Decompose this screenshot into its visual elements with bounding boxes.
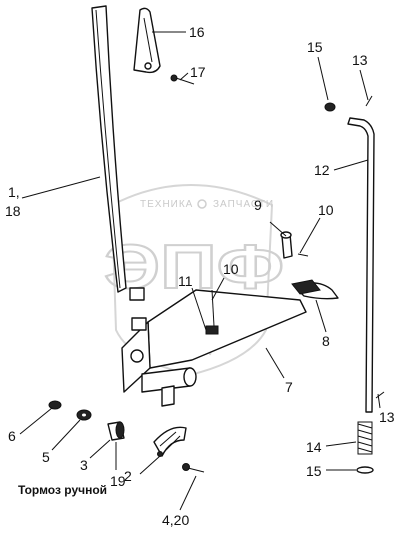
lever-stop-block [129, 287, 145, 301]
callout-15-top: 15 [307, 39, 323, 55]
callout-11: 11 [178, 273, 193, 289]
callout-18: 18 [5, 203, 21, 219]
ratchet-arm [291, 279, 339, 300]
callout-13-bottom: 13 [379, 409, 395, 425]
washer-5 [76, 409, 92, 421]
watermark-dot-icon [197, 199, 207, 209]
watermark-text-left: ТЕХНИКА [140, 199, 193, 210]
diagram-caption: Тормоз ручной [18, 483, 107, 497]
callout-12: 12 [314, 162, 330, 178]
callout-2: 2 [124, 468, 132, 484]
callout-19: 19 [110, 473, 126, 489]
callout-6: 6 [8, 428, 16, 444]
callout-15-bottom: 15 [306, 463, 322, 479]
callout-1: 1, [8, 184, 20, 200]
hand-brake-lever [91, 5, 127, 293]
callout-4-20: 4,20 [162, 512, 189, 528]
watermark-text-right: ЗАПЧАСТИ [213, 199, 274, 210]
ratchet-sector-2 [153, 426, 187, 457]
bushing-3 [107, 421, 125, 441]
callout-8: 8 [322, 333, 330, 349]
callout-13-top: 13 [352, 52, 368, 68]
nut-6 [48, 400, 62, 410]
bracket-bolt [170, 74, 195, 85]
callout-10-center: 10 [223, 261, 239, 277]
lever-guide-block [131, 317, 147, 331]
rod-washer-bottom [356, 466, 374, 474]
rod-washer-top [324, 102, 336, 112]
sector-bolt-4 [182, 463, 205, 473]
lever-bracket [121, 289, 307, 407]
callout-3: 3 [80, 457, 88, 473]
leader-lines [19, 31, 381, 511]
rod-cotter-pin-top [365, 95, 373, 107]
callout-labels: 16 17 15 13 1, 18 12 9 10 10 11 8 7 13 6… [5, 24, 395, 528]
callout-10-right: 10 [318, 202, 334, 218]
callout-7: 7 [285, 379, 293, 395]
callout-17: 17 [190, 64, 206, 80]
callout-14: 14 [306, 439, 322, 455]
callout-16: 16 [189, 24, 205, 40]
rod-spring [357, 421, 373, 455]
brake-rod [347, 117, 375, 413]
pivot-cotter-pin [297, 253, 309, 257]
callout-5: 5 [42, 449, 50, 465]
rod-cotter-pin-bottom [375, 391, 385, 399]
callout-9: 9 [254, 197, 262, 213]
latch-bracket [133, 7, 161, 74]
